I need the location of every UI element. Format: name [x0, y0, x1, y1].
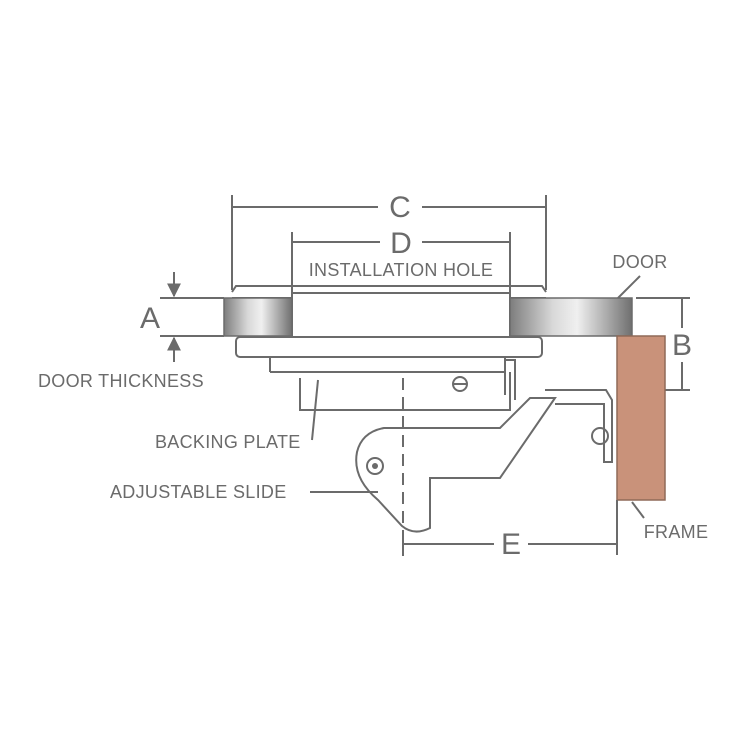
dimension-c: C: [231, 191, 547, 290]
dimension-d: D: [291, 227, 511, 300]
label-adjustable-slide: ADJUSTABLE SLIDE: [110, 482, 287, 502]
label-b: B: [672, 329, 692, 362]
label-frame: FRAME: [644, 522, 709, 542]
label-a: A: [140, 302, 160, 335]
label-door: DOOR: [612, 252, 667, 272]
label-door-thickness: DOOR THICKNESS: [38, 371, 204, 391]
door-section: [223, 297, 633, 337]
latch-body: [235, 336, 543, 411]
label-installation-hole: INSTALLATION HOLE: [309, 260, 493, 280]
label-backing-plate: BACKING PLATE: [155, 432, 301, 452]
cam-arm: [355, 389, 613, 533]
label-c: C: [389, 191, 411, 224]
dimension-a: A: [140, 272, 224, 362]
label-e: E: [501, 528, 521, 561]
dimension-e: E: [402, 528, 617, 561]
frame: [616, 335, 666, 501]
label-d: D: [390, 227, 412, 260]
